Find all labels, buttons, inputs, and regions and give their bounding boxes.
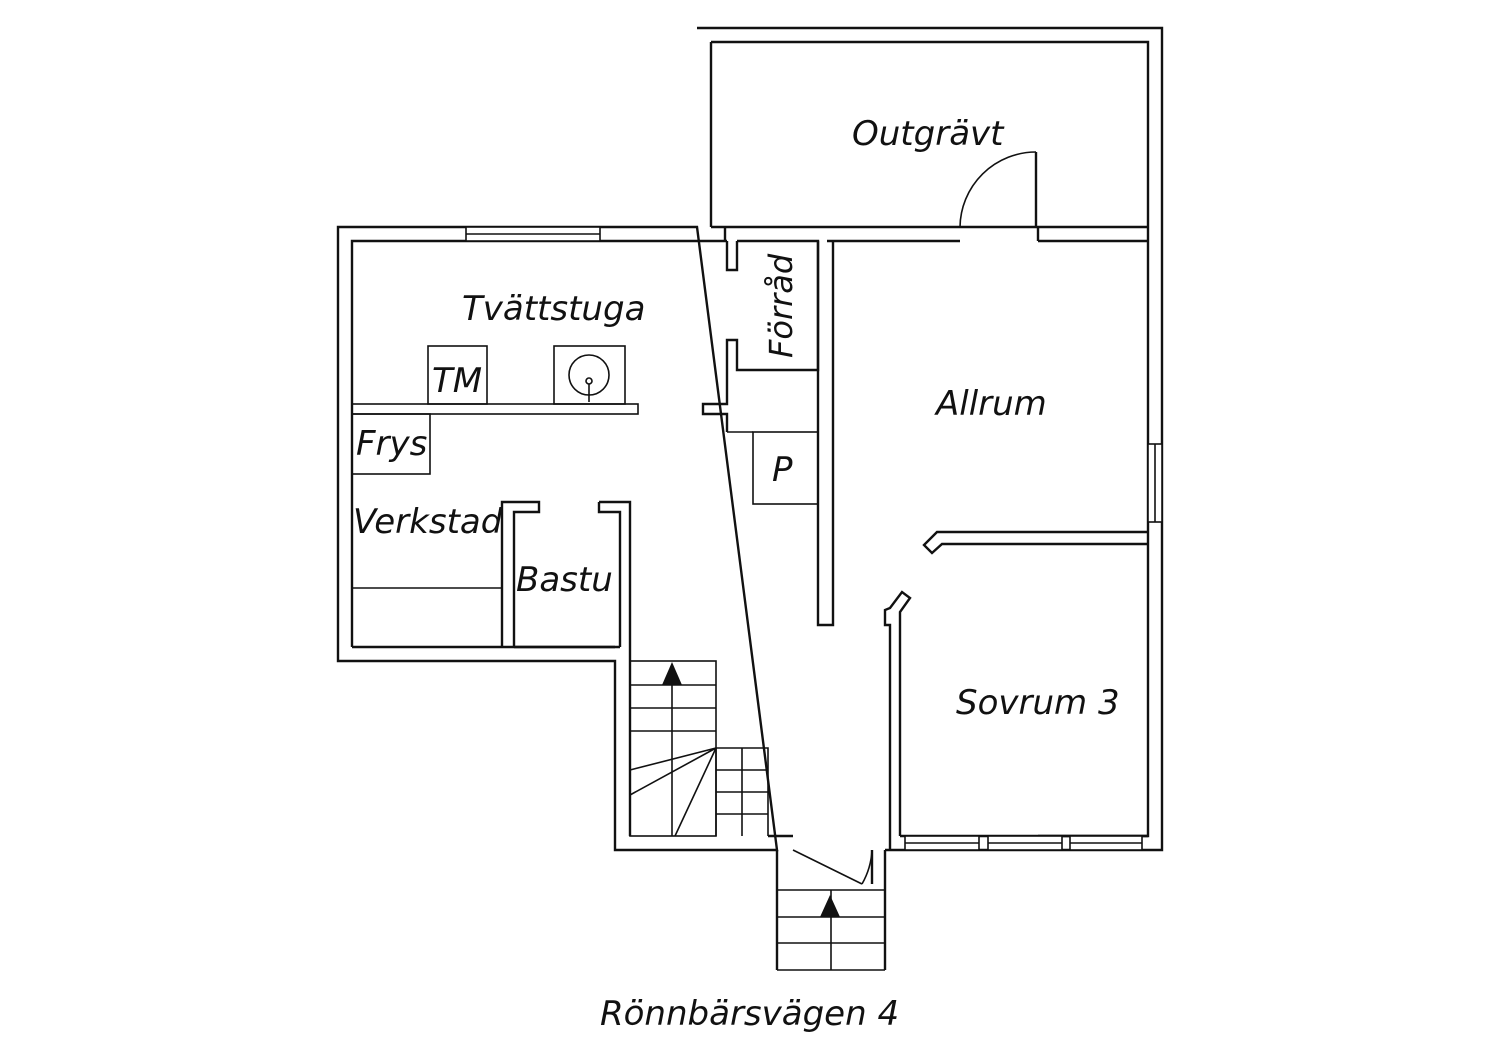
outgravt-walls bbox=[711, 151, 1148, 243]
room-label-forrad: Förråd bbox=[762, 253, 800, 358]
windows bbox=[465, 226, 1163, 851]
interior-stair bbox=[629, 660, 793, 838]
sink-box bbox=[553, 345, 626, 405]
room-label-bastu: Bastu bbox=[516, 560, 613, 600]
room-label-frys: Frys bbox=[356, 424, 427, 464]
outer-walls bbox=[336, 26, 1164, 852]
room-label-tm: TM bbox=[432, 361, 482, 401]
door-swing-icon bbox=[861, 849, 873, 885]
room-label-allrum: Allrum bbox=[934, 384, 1047, 424]
verkstad-walls bbox=[351, 474, 541, 647]
room-label-sovrum-3: Sovrum 3 bbox=[956, 683, 1120, 723]
room-label-outgravt: Outgrävt bbox=[852, 114, 1005, 154]
entrance bbox=[775, 849, 887, 971]
room-label-p: P bbox=[772, 450, 793, 490]
allrum-sovrum-walls bbox=[883, 530, 1148, 850]
sink-icon bbox=[568, 354, 610, 402]
up-arrow-icon bbox=[662, 662, 682, 685]
room-label-verkstad: Verkstad bbox=[353, 502, 503, 542]
door-swing-icon bbox=[959, 151, 1037, 228]
p-closet bbox=[752, 431, 819, 505]
room-label-tvattstuga: Tvättstuga bbox=[462, 289, 645, 329]
tm-box bbox=[427, 345, 488, 405]
up-arrow-icon bbox=[820, 895, 840, 917]
bastu-walls bbox=[514, 500, 632, 661]
plan-caption: Rönnbärsvägen 4 bbox=[600, 994, 899, 1034]
frys-box bbox=[351, 413, 431, 475]
tvattstuga-fixtures bbox=[351, 345, 639, 415]
